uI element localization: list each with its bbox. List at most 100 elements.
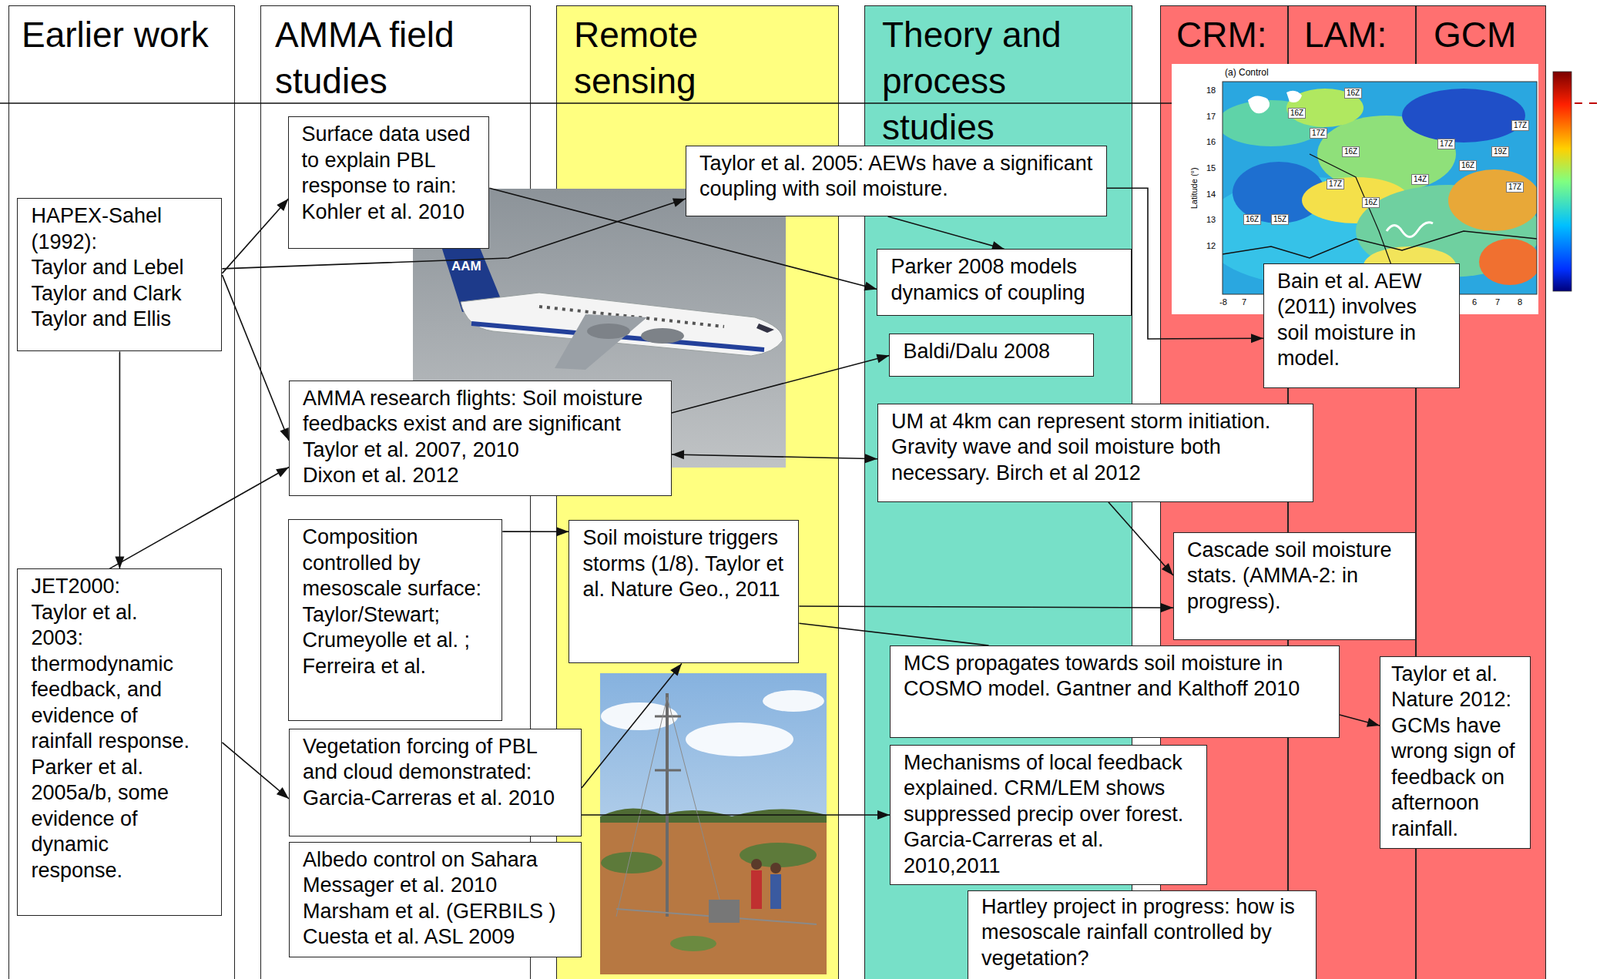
box-text: HAPEX-Sahel (1992): xyxy=(30,203,208,255)
illustration-part xyxy=(600,816,827,975)
axis-tick: 13 xyxy=(1206,214,1216,225)
text-box: Vegetation forcing of PBL and cloud demo… xyxy=(288,728,582,837)
axis-tick: 14 xyxy=(1206,189,1216,200)
axis-tick: -8 xyxy=(1219,297,1228,308)
box-text: Cascade soil moisture stats. (AMMA-2: in… xyxy=(1187,537,1403,615)
illustration-part xyxy=(600,808,827,823)
connector xyxy=(489,187,877,291)
connector-line xyxy=(1339,714,1380,726)
soil-moisture-map xyxy=(1171,63,1572,315)
box-text: Mechanisms of local feedback explained. … xyxy=(903,750,1195,879)
box-text: Taylor et al. 2005: AEWs have a signific… xyxy=(699,150,1094,203)
box-text: AMMA research flights: Soil moisture fee… xyxy=(302,385,661,438)
text-box: AMMA research flights: Soil moisture fee… xyxy=(288,380,672,497)
connector-line xyxy=(581,814,890,816)
arrowhead xyxy=(672,197,686,207)
illustration-part xyxy=(616,909,817,925)
connector-line xyxy=(671,454,878,460)
connector xyxy=(1339,714,1380,728)
connector xyxy=(109,467,289,570)
box-text: Parker et al. 2005a/b, some evidence of … xyxy=(30,754,195,884)
connector xyxy=(1108,502,1174,576)
box-text: MCS propagates towards soil moisture in … xyxy=(903,650,1327,703)
axis-tick: 8 xyxy=(1517,297,1523,308)
arrowhead xyxy=(1160,603,1174,613)
illustration-part xyxy=(1222,231,1537,259)
box-text: Hartley project in progress: how is meso… xyxy=(981,894,1304,972)
time-label: 16Z xyxy=(1344,87,1362,99)
text-box: Soil moisture triggers storms (1/8). Tay… xyxy=(568,519,799,664)
box-text: Taylor and Ellis xyxy=(30,306,208,333)
illustration-part xyxy=(770,862,782,874)
illustration-part xyxy=(751,858,762,870)
axis-tick: 7 xyxy=(1495,297,1500,308)
axis-tick: 15 xyxy=(1206,163,1216,174)
time-label: 15Z xyxy=(1271,214,1289,225)
box-text: Albedo control on Sahara Messager et al.… xyxy=(302,847,569,951)
illustration-part xyxy=(1553,71,1572,292)
arrowhead xyxy=(114,556,125,569)
time-label: 17Z xyxy=(1506,181,1524,193)
time-label: 17Z xyxy=(1326,178,1345,190)
arrowhead xyxy=(556,526,569,537)
arrowhead xyxy=(875,354,889,364)
column-heading: Theory and process studies xyxy=(882,11,1083,151)
time-label: 16Z xyxy=(1243,214,1262,225)
text-box: UM at 4km can represent storm initiation… xyxy=(877,403,1314,503)
connector xyxy=(888,216,1005,251)
text-box: HAPEX-Sahel (1992):Taylor and LebelTaylo… xyxy=(16,197,222,352)
axis-tick: 6 xyxy=(1472,297,1477,308)
illustration-part xyxy=(1222,177,1418,286)
divider-dash xyxy=(1574,102,1600,104)
text-box: Cascade soil moisture stats. (AMMA-2: in… xyxy=(1173,532,1416,641)
connector xyxy=(221,275,289,441)
connector-line xyxy=(798,606,1174,608)
column-band: Earlier workHAPEX-Sahel (1992):Taylor an… xyxy=(8,5,235,979)
illustration-part xyxy=(762,690,825,712)
illustration-part xyxy=(1222,81,1537,295)
connector-line xyxy=(798,623,989,646)
text-box: Parker 2008 models dynamics of coupling xyxy=(876,248,1132,316)
illustration-part xyxy=(435,227,505,312)
connector xyxy=(581,663,682,789)
box-text: Surface data used to explain PBL respons… xyxy=(301,121,477,225)
aircraft-photo xyxy=(412,188,786,468)
connector xyxy=(1106,187,1264,343)
connector xyxy=(798,623,989,646)
illustration-part xyxy=(1222,81,1537,295)
map-title: (a) Control xyxy=(1224,67,1269,79)
axis-tick: 12 xyxy=(1206,241,1216,252)
illustration-part xyxy=(654,715,681,718)
illustration-part xyxy=(665,693,669,917)
text-box: Surface data used to explain PBL respons… xyxy=(288,116,490,249)
arrowhead xyxy=(1251,333,1264,343)
column-heading: GCM xyxy=(1433,11,1542,58)
illustration-part xyxy=(431,223,482,235)
connector-line xyxy=(221,275,289,441)
time-label: 16Z xyxy=(1361,197,1380,208)
connector-line xyxy=(1108,502,1174,576)
illustration-part xyxy=(739,842,817,868)
arrowhead xyxy=(279,427,289,441)
connector-line xyxy=(489,187,877,289)
connector xyxy=(221,198,289,274)
aircraft-marking: AAM xyxy=(451,258,482,275)
text-box: Taylor et al. 2005: AEWs have a signific… xyxy=(685,145,1107,217)
column-heading: Earlier work xyxy=(21,11,230,58)
illustration-part xyxy=(1301,177,1410,224)
illustration-part xyxy=(1171,63,1539,315)
axis-tick: 7 xyxy=(1241,297,1247,308)
column-heading: LAM: xyxy=(1304,11,1413,58)
box-text: Taylor et al. Nature 2012: GCMs have wro… xyxy=(1391,661,1521,842)
illustration-part xyxy=(1448,169,1537,232)
connector-line xyxy=(581,663,682,789)
arrowhead xyxy=(1366,717,1380,728)
illustration-part xyxy=(600,851,663,874)
time-label: 17Z xyxy=(1309,127,1328,139)
illustration-part xyxy=(587,323,631,339)
illustration-part xyxy=(1355,184,1537,278)
column-heading: AMMA field studies xyxy=(275,11,468,104)
box-text: Taylor and Clark xyxy=(30,281,208,307)
arrowhead xyxy=(276,198,289,212)
